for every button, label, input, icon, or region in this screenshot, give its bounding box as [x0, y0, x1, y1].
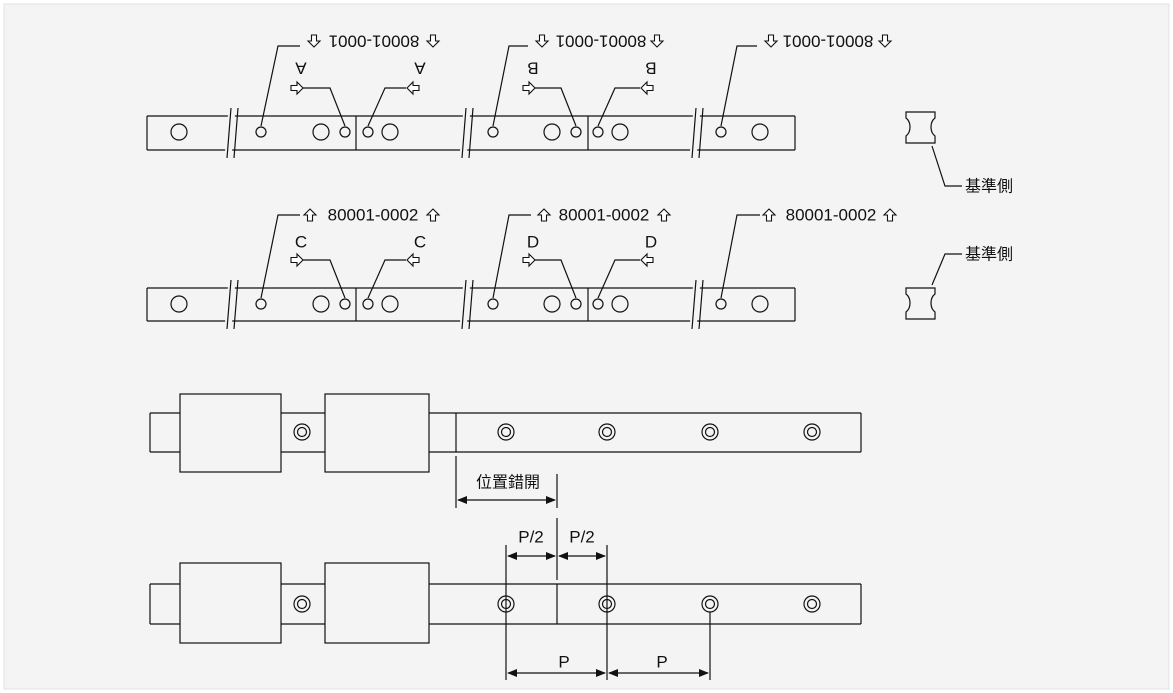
rail-row-2: [146, 214, 796, 330]
joint-mark-b: B: [527, 59, 538, 78]
joint-mark-c: C: [295, 233, 307, 252]
pitch-label: P: [656, 653, 667, 672]
offset-label: 位置錯開: [476, 473, 540, 492]
reference-side-label: 基準側: [965, 177, 1013, 196]
joint-mark-a: A: [414, 59, 426, 78]
joint-mark-d: D: [645, 233, 657, 252]
part-number-label-top: 80001-0001: [329, 32, 420, 51]
reference-side-label: 基準側: [965, 245, 1013, 264]
pitch-label: P: [558, 653, 569, 672]
rail-assembly-offset: [149, 393, 862, 508]
joint-mark-a: A: [295, 59, 307, 78]
half-pitch-label: P/2: [518, 528, 544, 547]
part-number-label-top: 80001-0001: [783, 32, 874, 51]
rail-row-1: [146, 45, 796, 159]
rail-assembly-pitch: [149, 518, 862, 680]
joint-mark-b: B: [645, 59, 656, 78]
joint-mark-d: D: [527, 233, 539, 252]
background-panel: [3, 3, 1170, 690]
part-number-label-bottom: 80001-0002: [328, 206, 419, 225]
part-number-label-bottom: 80001-0002: [559, 206, 650, 225]
part-number-label-bottom: 80001-0002: [786, 206, 877, 225]
part-number-label-top: 80001-0001: [556, 32, 647, 51]
rail-profile-2: [905, 253, 962, 320]
joint-mark-c: C: [414, 233, 426, 252]
rail-profile-1: [905, 111, 962, 187]
half-pitch-label: P/2: [569, 528, 595, 547]
